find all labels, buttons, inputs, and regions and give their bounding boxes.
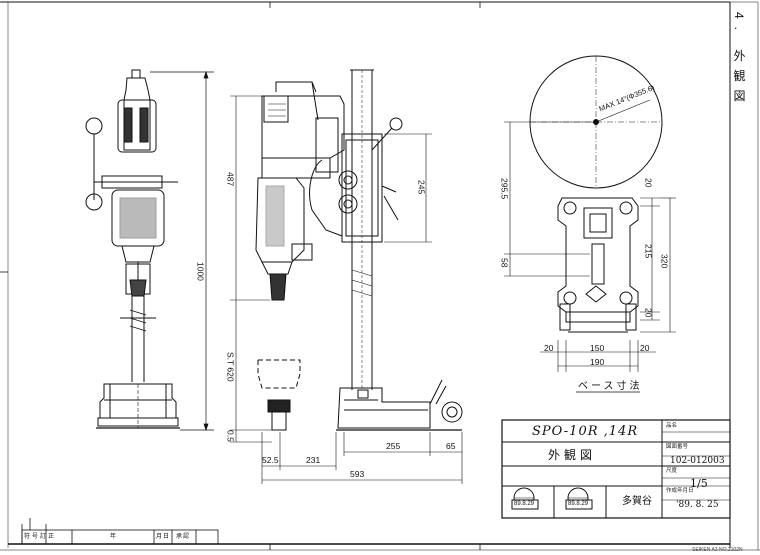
stamp-1-date: 89.8.29 [514,501,535,507]
dim-20-top: 20 [643,178,654,188]
date-value: '89. 8. 25 [676,500,719,510]
side-dimensions [230,95,463,484]
drawing-number: 102-012003 [670,456,725,466]
dim-st620: S.T 620 [225,352,236,382]
stamp-2-date: 89.8.29 [568,501,589,507]
drawing-name: 外観図 [548,448,597,462]
revision-header-4: 月日 [156,534,171,540]
dim-255: 255 [386,441,401,451]
title-block [501,419,731,519]
dim-295-5: 295.5 [499,178,510,200]
dim-1000: 1000 [195,262,206,281]
frame-ticks [0,2,481,550]
dim-231: 231 [306,455,321,465]
dim-52-5: 52.5 [262,455,279,465]
revision-header-5: 承認 [176,534,191,540]
dim-20-left: 20 [544,343,554,353]
dimension-1000 [150,70,214,432]
dim-190: 190 [590,357,605,367]
side-title: 4. 外観図 [732,12,746,110]
date-label: 作成年月日 [666,488,694,494]
model-name: SPO-10R ,14R [532,424,639,439]
dim-215: 215 [643,244,654,259]
dim-20-bottom: 20 [643,308,654,318]
dim-58: 58 [499,258,510,268]
side-view-drill [255,69,463,431]
dim-20-right: 20 [640,343,650,353]
base-view [529,55,663,333]
revision-table [21,518,219,545]
dim-593: 593 [350,469,365,479]
dim-487: 487 [225,172,236,187]
base-dimensions [504,121,676,393]
signer-name: 多賀谷 [622,496,652,507]
scale-label: 尺度 [666,468,678,474]
dim-320: 320 [659,254,670,269]
revision-header-3: 年 [110,534,117,540]
revision-header-2: 正 [48,534,55,540]
dim-150: 150 [590,343,605,353]
dim-245: 245 [416,180,427,195]
revision-header-1: 符号訂 [24,534,49,540]
dim-65: 65 [446,441,456,451]
drawing-no-label: 図面番号 [666,444,689,450]
base-caption: ベース寸法 [578,381,643,392]
front-view-drill [85,69,180,429]
dim-05: 0.5 [225,430,236,442]
scale-value: 1/5 [690,477,708,490]
name-label: 品名 [666,423,678,429]
footer-note: SEIKEN A3 NO.2102N [692,547,743,553]
